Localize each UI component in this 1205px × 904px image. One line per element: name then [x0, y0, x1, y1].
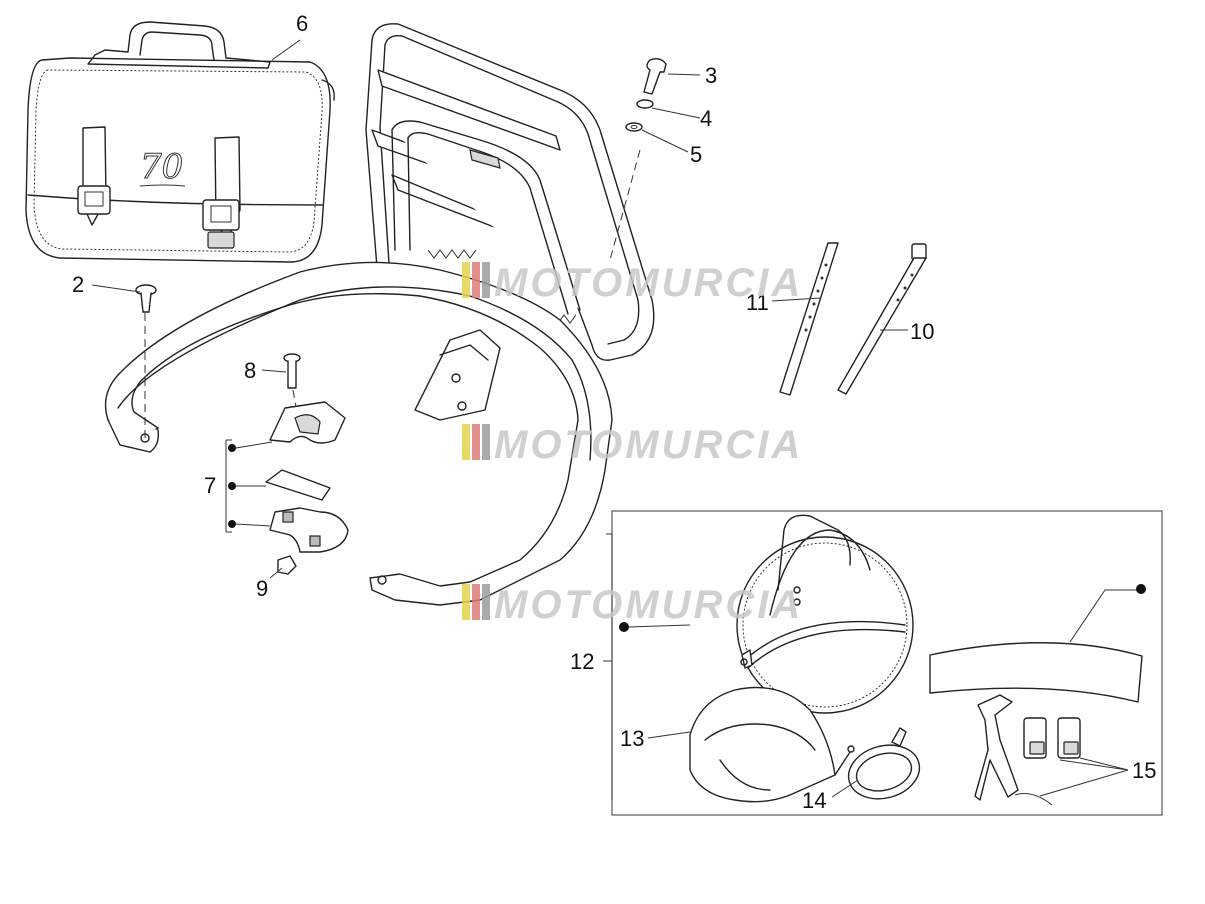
- saddle-bag-icon: 70: [25, 21, 335, 263]
- svg-text:70: 70: [140, 147, 183, 187]
- callout-4: 4: [700, 106, 712, 131]
- buckle-strap-icon: [837, 243, 927, 395]
- callout-2: 2: [72, 272, 84, 297]
- callout-7: 7: [204, 473, 216, 498]
- callout-3: 3: [705, 63, 717, 88]
- callout-13: 13: [620, 726, 644, 751]
- watermark-text: MOTOMURCIA: [494, 261, 803, 305]
- cover-icon: [689, 686, 855, 803]
- luggage-rack-icon: [104, 23, 655, 606]
- strap-icon: [779, 242, 839, 396]
- nut-icon: [277, 555, 297, 575]
- callout-8: 8: [244, 358, 256, 383]
- callout-5: 5: [690, 142, 702, 167]
- screw-icon: [135, 284, 157, 313]
- strap-icon: [847, 727, 921, 800]
- screw-icon: [283, 353, 301, 389]
- spare-wheel-bag-icon: [736, 514, 914, 714]
- clamp-icon: [265, 401, 349, 553]
- watermark: MOTOMURCIA MOTOMURCIA MOTOMURCIA: [462, 261, 803, 627]
- callout-6: 6: [296, 11, 308, 36]
- washer-icon: [625, 99, 654, 132]
- callout-7-bracket: [225, 439, 273, 533]
- callout-9: 9: [256, 576, 268, 601]
- callout-14: 14: [802, 788, 826, 813]
- watermark-text: MOTOMURCIA: [494, 423, 803, 467]
- callout-12: 12: [570, 649, 594, 674]
- leader-lines: [91, 39, 1129, 798]
- callout-15: 15: [1132, 758, 1156, 783]
- callout-10: 10: [910, 319, 934, 344]
- strap-icon: [929, 584, 1146, 703]
- screw-icon: [643, 57, 667, 95]
- buckle-strap-icon: [974, 694, 1081, 806]
- watermark-text: MOTOMURCIA: [494, 583, 803, 627]
- callout-11: 11: [746, 290, 769, 315]
